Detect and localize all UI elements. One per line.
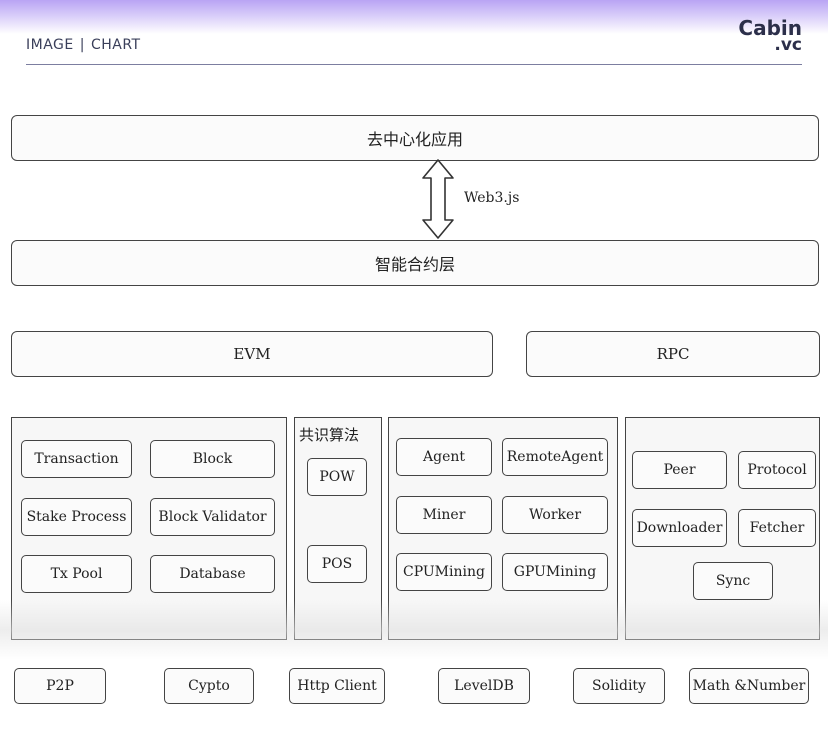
scan-shading [0, 600, 828, 660]
rpc-layer: RPC [526, 331, 820, 377]
leveldb-box: LevelDB [438, 668, 530, 704]
tx-pool-box: Tx Pool [21, 555, 132, 593]
pow-box: POW [307, 458, 367, 496]
p2p-box: P2P [14, 668, 106, 704]
http-client-box: Http Client [289, 668, 385, 704]
downloader-box: Downloader [632, 509, 727, 547]
breadcrumb-image[interactable]: IMAGE [26, 37, 74, 53]
pos-box: POS [307, 545, 367, 583]
header-divider [26, 64, 802, 65]
remote-agent-box: RemoteAgent [502, 438, 608, 476]
miner-box: Miner [396, 496, 492, 534]
dapp-layer: 去中心化应用 [11, 115, 819, 161]
database-box: Database [150, 555, 275, 593]
math-number-box: Math &Number [689, 668, 809, 704]
consensus-title: 共识算法 [299, 426, 360, 444]
double-arrow-icon [422, 159, 454, 239]
cpu-mining-box: CPUMining [396, 553, 492, 591]
breadcrumb: IMAGE | CHART [26, 37, 141, 53]
breadcrumb-chart[interactable]: CHART [90, 37, 141, 53]
web3-label: Web3.js [464, 190, 520, 206]
agent-box: Agent [396, 438, 492, 476]
gpu-mining-box: GPUMining [502, 553, 608, 591]
transaction-box: Transaction [21, 440, 132, 478]
logo-line2: .vc [774, 35, 802, 55]
protocol-box: Protocol [738, 451, 816, 489]
evm-layer: EVM [11, 331, 493, 377]
stake-process-box: Stake Process [21, 498, 132, 536]
crypto-box: Cypto [164, 668, 254, 704]
peer-box: Peer [632, 451, 727, 489]
fetcher-box: Fetcher [738, 509, 816, 547]
worker-box: Worker [502, 496, 608, 534]
solidity-box: Solidity [573, 668, 665, 704]
cabin-logo[interactable]: Cabin .vc [732, 16, 802, 55]
block-validator-box: Block Validator [150, 498, 275, 536]
breadcrumb-separator: | [79, 37, 85, 53]
sync-box: Sync [693, 562, 773, 600]
header-gradient [0, 0, 828, 34]
smart-contract-layer: 智能合约层 [11, 240, 819, 286]
logo-line1: Cabin [738, 16, 802, 40]
block-box: Block [150, 440, 275, 478]
